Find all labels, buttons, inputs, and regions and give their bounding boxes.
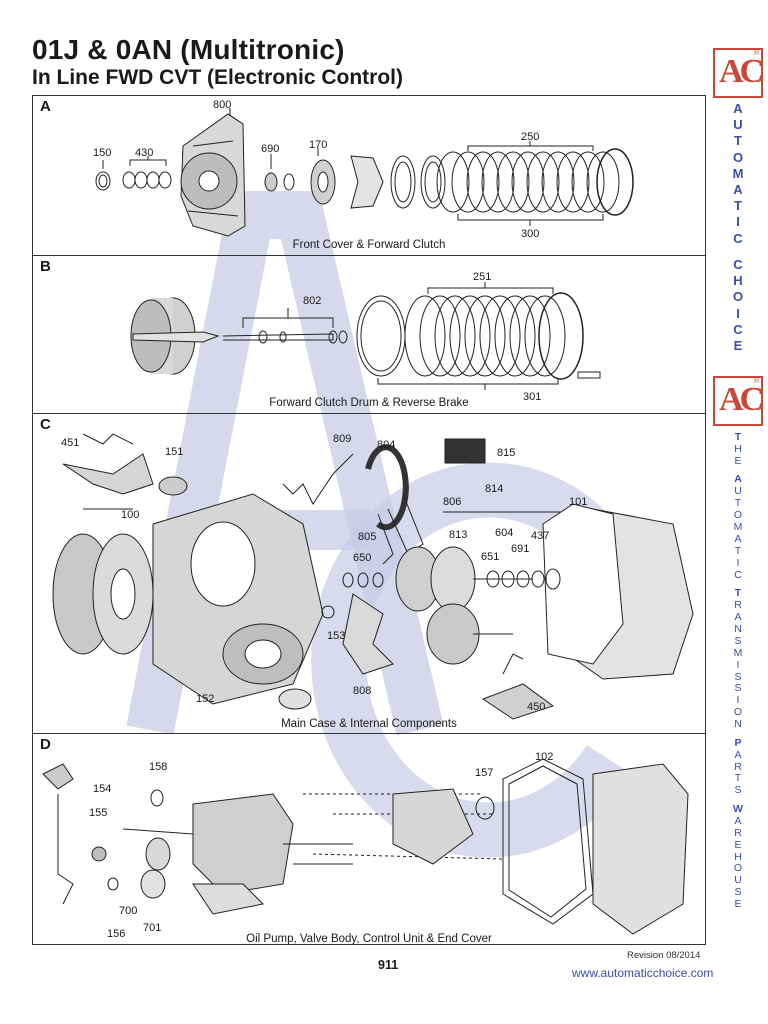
callout-450: 450: [527, 701, 545, 713]
callout-690: 690: [261, 143, 279, 155]
callout-430: 430: [135, 147, 153, 159]
revision-date: Revision 08/2014: [627, 950, 701, 961]
callout-152: 152: [196, 693, 214, 705]
panel-letter: B: [40, 258, 51, 275]
callout-604: 604: [495, 527, 513, 539]
callout-451: 451: [61, 437, 79, 449]
callout-802: 802: [303, 295, 321, 307]
callout-151: 151: [165, 446, 183, 458]
callout-153: 153: [327, 630, 345, 642]
callout-102: 102: [535, 751, 553, 763]
panel-letter: C: [40, 416, 51, 433]
callout-805: 805: [358, 531, 376, 543]
callout-691: 691: [511, 543, 529, 555]
callout-650: 650: [353, 552, 371, 564]
exploded-view-front-cover: 800 150 430 690 170 250 300: [93, 99, 634, 240]
callout-157: 157: [475, 767, 493, 779]
panel-letter: A: [40, 98, 51, 115]
website-link[interactable]: www.automaticchoice.com: [572, 966, 714, 980]
callout-800: 800: [213, 99, 231, 111]
panel-c: C: [32, 413, 706, 734]
callout-250: 250: [521, 131, 539, 143]
panel-caption: Front Cover & Forward Clutch: [292, 239, 446, 251]
exploded-view-forward-clutch-drum: 251 802 301: [130, 271, 601, 403]
callout-813: 813: [449, 529, 467, 541]
panel-a: A: [32, 95, 706, 256]
ac-logo: AC®: [713, 48, 764, 98]
callout-804: 804: [377, 439, 395, 451]
callout-814: 814: [485, 483, 503, 495]
callout-701: 701: [143, 922, 161, 934]
callout-700: 700: [119, 905, 137, 917]
callout-809: 809: [333, 433, 351, 445]
callout-808: 808: [353, 685, 371, 697]
panel-d: D: [32, 733, 706, 945]
exploded-view-oil-pump-valve-body: 158 154 155 157 102 700 156 701: [42, 751, 689, 940]
callout-155: 155: [89, 807, 107, 819]
page-number: 911: [378, 958, 399, 972]
callout-301: 301: [523, 391, 541, 403]
callout-651: 651: [481, 551, 499, 563]
callout-158: 158: [149, 761, 167, 773]
panel-b: B 2: [32, 255, 706, 414]
panel-caption: Main Case & Internal Components: [281, 718, 457, 730]
callout-156: 156: [107, 928, 125, 940]
callout-170: 170: [309, 139, 327, 151]
callout-251: 251: [473, 271, 491, 283]
callout-154: 154: [93, 783, 111, 795]
panel-letter: D: [40, 736, 51, 753]
callout-437: 437: [531, 530, 549, 542]
panel-caption: Oil Pump, Valve Body, Control Unit & End…: [246, 933, 492, 945]
panel-caption: Forward Clutch Drum & Reverse Brake: [269, 397, 469, 409]
page-title: 01J & 0AN (Multitronic): [32, 34, 345, 65]
ac-logo: AC®: [713, 376, 764, 426]
callout-150: 150: [93, 147, 111, 159]
callout-101: 101: [569, 496, 587, 508]
callout-806: 806: [443, 496, 461, 508]
callout-815: 815: [497, 447, 515, 459]
callout-100: 100: [121, 509, 139, 521]
callout-300: 300: [521, 228, 539, 240]
exploded-view-main-case: 809 804 815 451 151 806 814 101 100 805 …: [52, 433, 694, 720]
page-subtitle: In Line FWD CVT (Electronic Control): [32, 66, 403, 89]
